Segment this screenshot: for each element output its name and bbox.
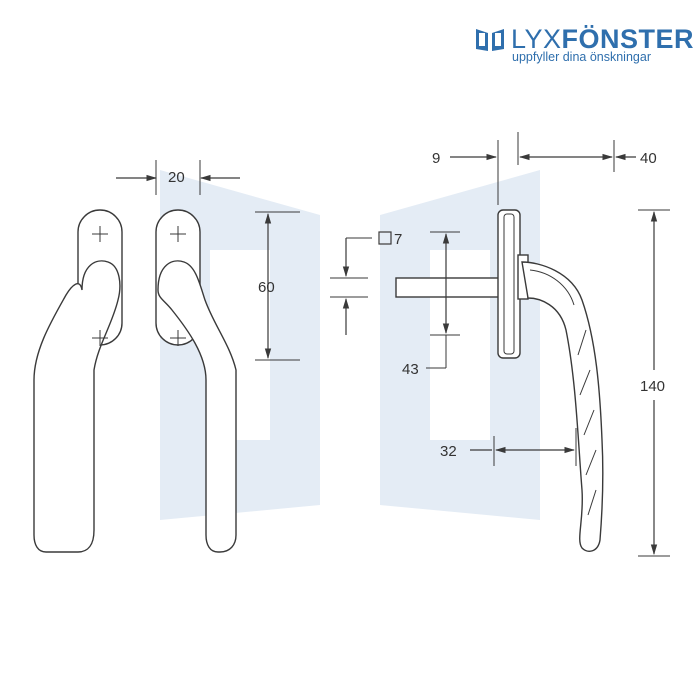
dim-label-40: 40 xyxy=(640,150,657,167)
dimension-32: 32 xyxy=(440,428,577,466)
square-icon xyxy=(378,231,392,245)
handle-side-view xyxy=(395,209,604,552)
dim-label-140: 140 xyxy=(640,378,665,395)
brand-name: LYXFÖNSTER xyxy=(511,24,695,54)
dim-label-20: 20 xyxy=(168,169,185,186)
dimension-20: 20 xyxy=(116,160,240,195)
dimension-43: 43 xyxy=(402,231,460,378)
dimension-40: 40 xyxy=(560,140,657,172)
window-frame-icon xyxy=(476,29,504,51)
brand-tagline: uppfyller dina önskningar xyxy=(512,50,651,64)
dim-label-32: 32 xyxy=(440,443,457,460)
lever-side xyxy=(521,261,604,552)
dimension-9: 9 xyxy=(432,132,560,205)
dim-label-7: 7 xyxy=(394,231,402,248)
lever xyxy=(157,260,237,553)
rose xyxy=(497,209,521,359)
spindle xyxy=(395,277,501,298)
dim-label-60: 60 xyxy=(258,279,275,296)
lever xyxy=(33,260,121,553)
dim-label-9: 9 xyxy=(432,150,440,167)
dimension-60: 60 xyxy=(255,211,300,361)
handle-front-view-1 xyxy=(33,209,123,553)
dim-label-43: 43 xyxy=(402,361,419,378)
handle-front-view-2 xyxy=(155,209,237,553)
dimension-140: 140 xyxy=(638,209,670,557)
dimension-spindle-square: 7 xyxy=(330,231,402,335)
brand-logo: LYXFÖNSTER uppfyller dina önskningar xyxy=(474,24,694,70)
